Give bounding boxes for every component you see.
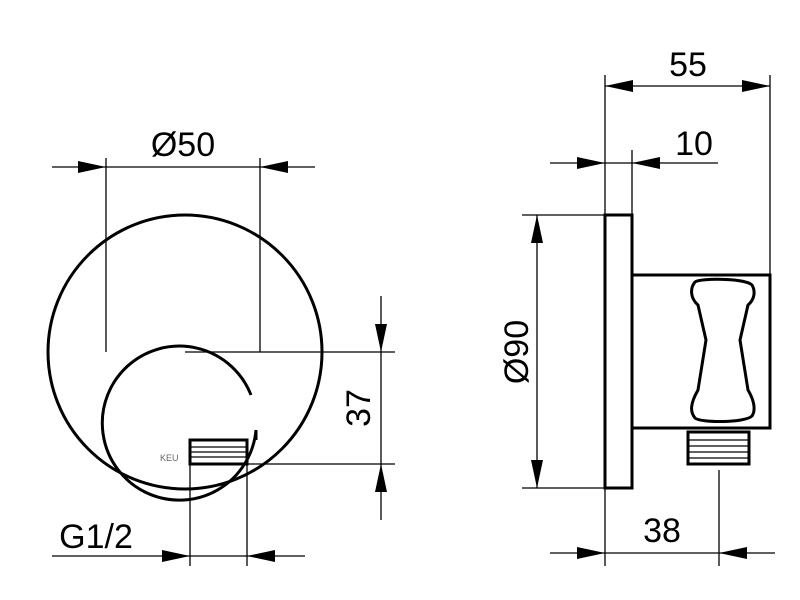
dimension-d50: Ø50 [52, 126, 315, 352]
dimension-label: Ø90 [498, 320, 536, 384]
arrowhead [78, 161, 106, 173]
arrowhead [577, 157, 605, 169]
side-threaded-outlet [686, 430, 751, 466]
dimension-d10: 10 [550, 125, 718, 215]
arrowhead [719, 547, 747, 559]
wall-plate [603, 213, 634, 490]
arrowhead [162, 550, 190, 562]
inner-ring-arc [100, 344, 258, 502]
arrowhead [375, 324, 387, 352]
arrowhead [742, 80, 770, 92]
front-view: KEU [46, 213, 395, 502]
arrowhead [605, 80, 633, 92]
arrowhead [577, 547, 605, 559]
brand-logo-text: KEU [160, 453, 179, 463]
dimension-label: Ø50 [151, 126, 215, 164]
dimension-label: 10 [675, 125, 713, 163]
arrowhead [375, 464, 387, 492]
arrowhead [531, 460, 543, 488]
dimension-d55: 55 [604, 46, 771, 275]
arrowhead [531, 215, 543, 243]
arrowhead [632, 157, 660, 169]
dimension-d38: 38 [550, 470, 775, 566]
outlet-body [632, 273, 772, 430]
arrowhead [247, 550, 275, 562]
dimension-label: G1/2 [59, 518, 133, 556]
dimension-g12: G1/2 [52, 464, 305, 566]
holder-cutout [690, 277, 756, 423]
dimension-label: 37 [340, 389, 378, 427]
dimension-d37: 37 [247, 296, 395, 520]
dimension-d90: Ø90 [498, 214, 605, 489]
dimension-label: 55 [669, 46, 707, 84]
dimension-label: 38 [643, 512, 681, 550]
side-view [603, 213, 772, 490]
arrowhead [260, 161, 288, 173]
